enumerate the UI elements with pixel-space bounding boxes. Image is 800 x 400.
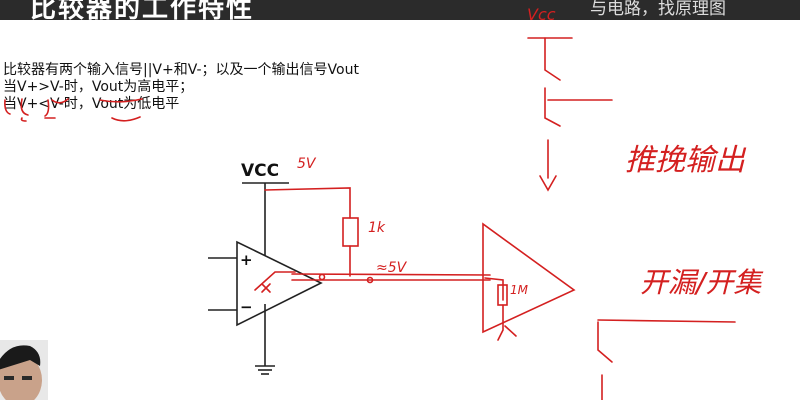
receiver-triangle <box>482 222 576 334</box>
output-voltage-label: ≈5V <box>376 260 408 276</box>
plus-label: + <box>240 251 253 269</box>
vcc-label: VCC <box>241 161 279 181</box>
header-right-text: 与电路，找原理图 <box>590 0 726 19</box>
header-bar: 比较器的工作特性 与电路，找原理图 <box>0 0 800 20</box>
open-drain-sketch <box>597 319 736 400</box>
resistor-1m-label: 1M <box>510 283 529 297</box>
comparator-triangle <box>236 240 323 327</box>
vcc-top-label: Vcc <box>527 5 556 24</box>
supply-note-label: 5V <box>297 156 317 172</box>
description-line-1: 比较器有两个输入信号||V+和V-；以及一个输出信号Vout <box>3 62 359 78</box>
resistor-value-label: 1k <box>368 220 386 236</box>
minus-label: − <box>240 298 253 316</box>
pullup-network <box>254 187 517 341</box>
presenter-webcam <box>0 340 48 400</box>
presenter-avatar <box>0 340 48 400</box>
push-pull-label: 推挽输出 <box>625 143 747 178</box>
open-drain-label: 开漏/开集 <box>640 266 763 299</box>
push-pull-sketch <box>527 37 613 192</box>
comparator-circuit <box>208 182 323 375</box>
description-line-2: 当V+>V-时，Vout为高电平； <box>3 79 194 95</box>
page-title: 比较器的工作特性 <box>30 0 255 20</box>
pullup-resistor <box>342 217 359 247</box>
description-underlines <box>4 98 143 122</box>
